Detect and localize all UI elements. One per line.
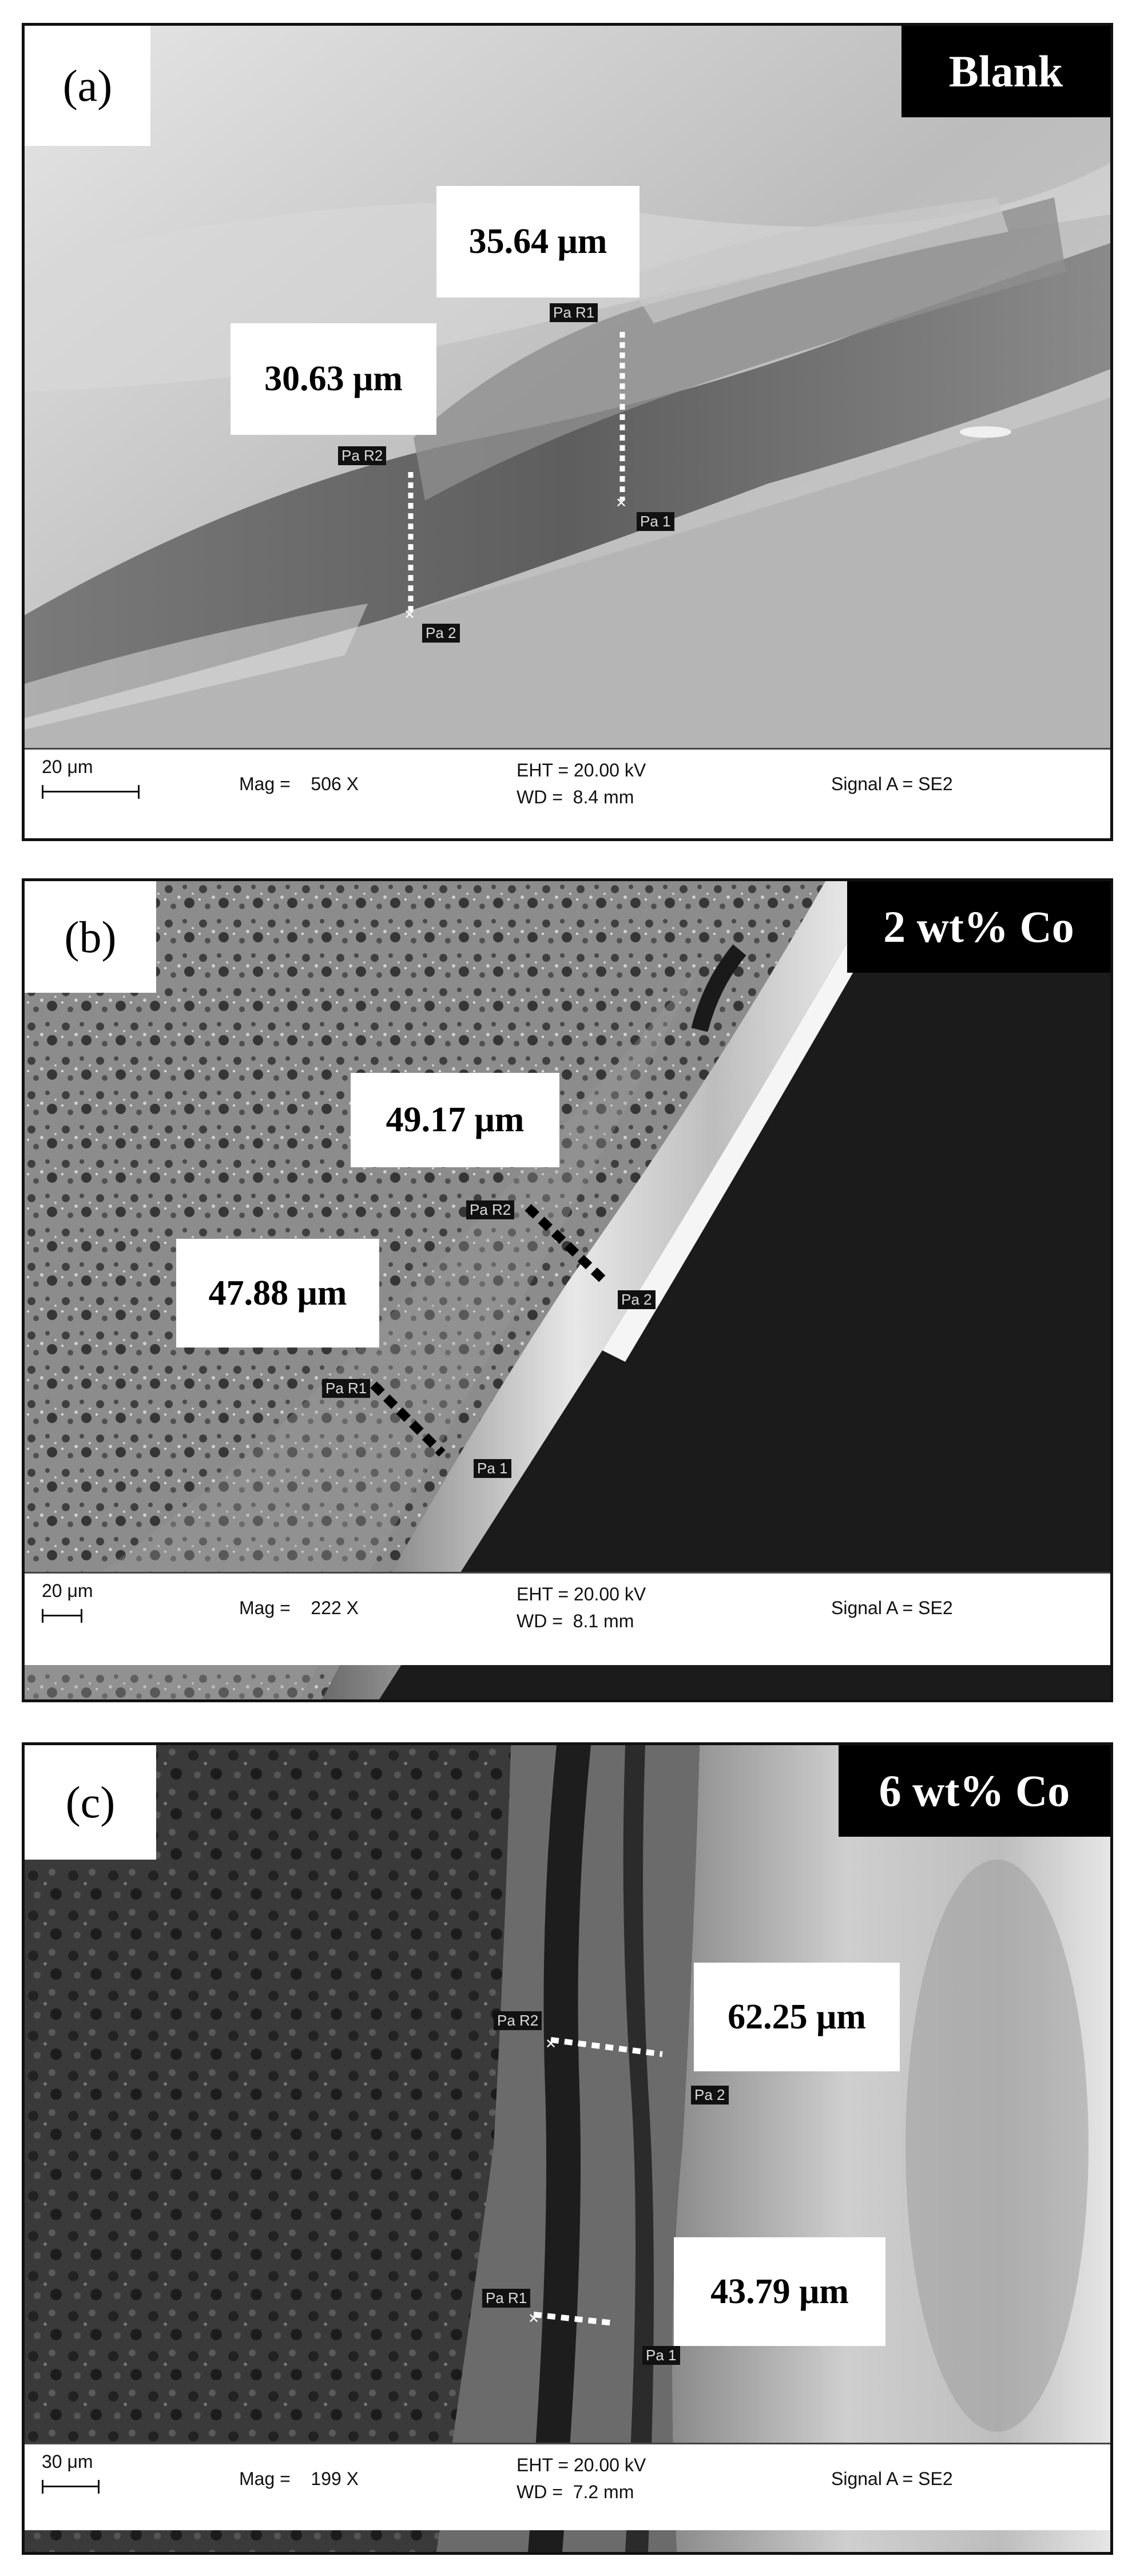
- scalebar-label: 20 μm: [42, 756, 93, 777]
- point-label-pa-r1: Pa R1: [482, 2289, 531, 2308]
- panel-b: (b) 2 wt% Co 49.17 μm 47.88 μm Pa R2 Pa …: [22, 878, 1113, 1702]
- panel-b-condition-label: 2 wt% Co: [847, 881, 1110, 973]
- measurement-label-2: 47.88 μm: [176, 1239, 379, 1348]
- point-label-pa-r2: Pa R2: [338, 446, 387, 465]
- magnification: Mag = 222 X: [239, 1598, 359, 1618]
- eht-value: EHT = 20.00 kV: [517, 1584, 646, 1604]
- point-label-pa-2: Pa 2: [618, 1290, 656, 1309]
- panel-c-tag: (c): [25, 1745, 156, 1860]
- sem-data-bar: 20 μm Mag = 506 X EHT = 20.00 kV WD = 8.…: [25, 748, 1110, 838]
- sem-data-bar: 20 μm Mag = 222 X EHT = 20.00 kV WD = 8.…: [25, 1572, 1110, 1665]
- svg-text:✕: ✕: [615, 496, 627, 511]
- magnification: Mag = 506 X: [239, 774, 359, 794]
- panel-b-tag: (b): [25, 881, 156, 993]
- scalebar-label: 30 μm: [42, 2451, 93, 2472]
- measurement-label-2: 43.79 μm: [674, 2237, 885, 2346]
- sem-micrograph-c: ✕ ✕: [25, 1745, 1110, 2552]
- working-distance: WD = 8.4 mm: [517, 787, 634, 807]
- sem-micrograph-a: ✕ ✕: [25, 26, 1110, 838]
- panel-c-condition-label: 6 wt% Co: [839, 1745, 1110, 1837]
- point-label-pa-2: Pa 2: [422, 624, 460, 643]
- scale-bar: [42, 785, 140, 799]
- measurement-label-1: 62.25 μm: [694, 1963, 900, 2071]
- scale-bar: [42, 2480, 100, 2494]
- point-label-pa-2: Pa 2: [691, 2086, 729, 2105]
- eht-value: EHT = 20.00 kV: [517, 2455, 646, 2475]
- working-distance: WD = 7.2 mm: [517, 2482, 634, 2502]
- signal-value: Signal A = SE2: [831, 2468, 953, 2489]
- panel-a: ✕ ✕ (a) Blank 35.64 μm 30.63 μm Pa R1 Pa…: [22, 23, 1113, 841]
- point-label-pa-1: Pa 1: [637, 512, 674, 531]
- sem-data-bar: 30 μm Mag = 199 X EHT = 20.00 kV WD = 7.…: [25, 2443, 1110, 2530]
- panel-a-tag: (a): [25, 26, 150, 146]
- working-distance: WD = 8.1 mm: [517, 1611, 634, 1631]
- scale-bar: [42, 1609, 82, 1623]
- svg-text:✕: ✕: [545, 2036, 557, 2052]
- svg-text:✕: ✕: [404, 607, 415, 623]
- eht-value: EHT = 20.00 kV: [517, 760, 646, 780]
- point-label-pa-1: Pa 1: [642, 2346, 680, 2365]
- point-label-pa-r1: Pa R1: [322, 1379, 371, 1398]
- magnification: Mag = 199 X: [239, 2468, 359, 2489]
- panel-a-condition-label: Blank: [901, 26, 1110, 117]
- point-label-pa-r1: Pa R1: [550, 303, 598, 322]
- point-label-pa-r2: Pa R2: [494, 2011, 542, 2030]
- scalebar-label: 20 μm: [42, 1580, 93, 1601]
- svg-text:✕: ✕: [528, 2311, 539, 2327]
- panel-c: ✕ ✕ (c) 6 wt% Co 62.25 μm 43.79 μm Pa R2…: [22, 1742, 1113, 2555]
- point-label-pa-r2: Pa R2: [466, 1200, 515, 1219]
- signal-value: Signal A = SE2: [831, 1598, 953, 1618]
- point-label-pa-1: Pa 1: [474, 1459, 511, 1478]
- measurement-label-1: 35.64 μm: [436, 186, 640, 298]
- signal-value: Signal A = SE2: [831, 774, 953, 794]
- measurement-label-2: 30.63 μm: [231, 323, 436, 435]
- measurement-label-1: 49.17 μm: [351, 1073, 559, 1167]
